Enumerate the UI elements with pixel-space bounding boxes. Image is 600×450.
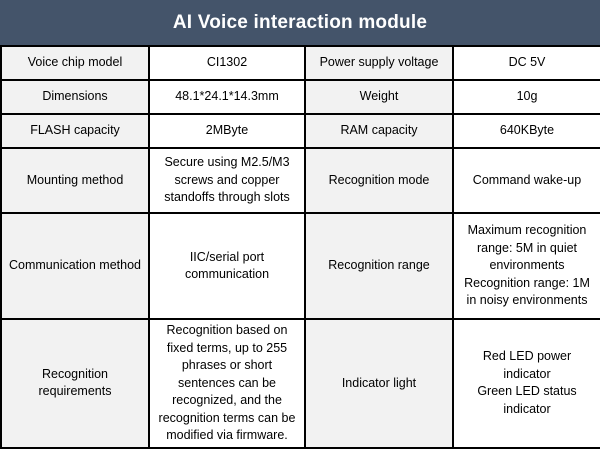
spec-value-communication-method: IIC/serial port communication	[148, 212, 306, 320]
spec-value-weight: 10g	[452, 79, 600, 115]
spec-label-indicator-light: Indicator light	[304, 318, 454, 449]
spec-label-communication-method: Communication method	[0, 212, 150, 320]
spec-label-mounting-method: Mounting method	[0, 147, 150, 214]
spec-label-power-supply-voltage: Power supply voltage	[304, 45, 454, 81]
spec-value-flash-capacity: 2MByte	[148, 113, 306, 149]
spec-value-power-supply-voltage: DC 5V	[452, 45, 600, 81]
title-bar: AI Voice interaction module	[0, 0, 600, 45]
page-title: AI Voice interaction module	[172, 11, 428, 33]
spec-label-ram-capacity: RAM capacity	[304, 113, 454, 149]
table-row: Recognition requirements Recognition bas…	[0, 318, 600, 449]
spec-label-flash-capacity: FLASH capacity	[0, 113, 150, 149]
spec-label-recognition-range: Recognition range	[304, 212, 454, 320]
table-row: FLASH capacity 2MByte RAM capacity 640KB…	[0, 113, 600, 149]
table-row: Voice chip model CI1302 Power supply vol…	[0, 45, 600, 81]
spec-value-dimensions: 48.1*24.1*14.3mm	[148, 79, 306, 115]
table-row: Communication method IIC/serial port com…	[0, 212, 600, 320]
spec-value-indicator-light: Red LED power indicator Green LED status…	[452, 318, 600, 449]
spec-value-mounting-method: Secure using M2.5/M3 screws and copper s…	[148, 147, 306, 214]
spec-value-ram-capacity: 640KByte	[452, 113, 600, 149]
spec-label-dimensions: Dimensions	[0, 79, 150, 115]
spec-label-recognition-mode: Recognition mode	[304, 147, 454, 214]
table-row: Dimensions 48.1*24.1*14.3mm Weight 10g	[0, 79, 600, 115]
spec-label-weight: Weight	[304, 79, 454, 115]
spec-value-voice-chip-model: CI1302	[148, 45, 306, 81]
spec-value-recognition-range: Maximum recognition range: 5M in quiet e…	[452, 212, 600, 320]
spec-label-voice-chip-model: Voice chip model	[0, 45, 150, 81]
spec-value-recognition-requirements: Recognition based on fixed terms, up to …	[148, 318, 306, 449]
spec-value-recognition-mode: Command wake-up	[452, 147, 600, 214]
spec-table: Voice chip model CI1302 Power supply vol…	[0, 45, 600, 449]
table-row: Mounting method Secure using M2.5/M3 scr…	[0, 147, 600, 214]
spec-label-recognition-requirements: Recognition requirements	[0, 318, 150, 449]
